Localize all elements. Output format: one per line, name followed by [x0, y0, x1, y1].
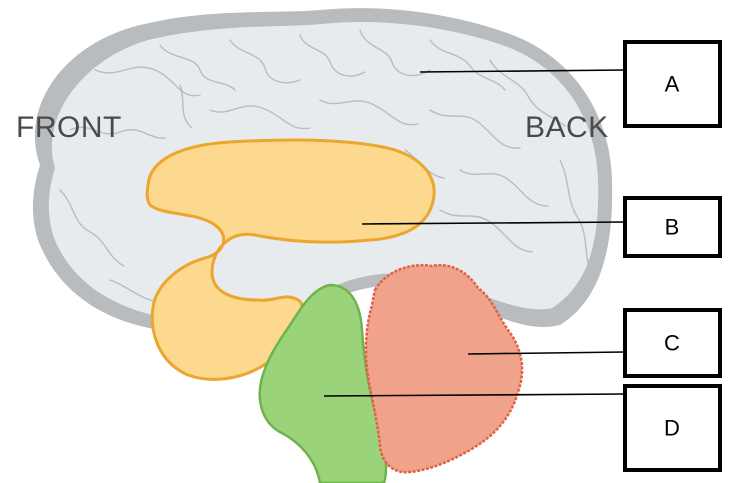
callout-letter-b: B — [665, 215, 680, 240]
callout-a: A — [625, 42, 720, 126]
callout-letter-d: D — [664, 416, 680, 441]
back-label: BACK — [525, 111, 609, 144]
callout-letter-a: A — [665, 72, 680, 97]
callout-b: B — [625, 198, 720, 256]
callout-c: C — [625, 310, 720, 376]
callout-d: D — [625, 386, 720, 470]
callout-letter-c: C — [664, 331, 680, 356]
front-label: FRONT — [16, 111, 122, 144]
